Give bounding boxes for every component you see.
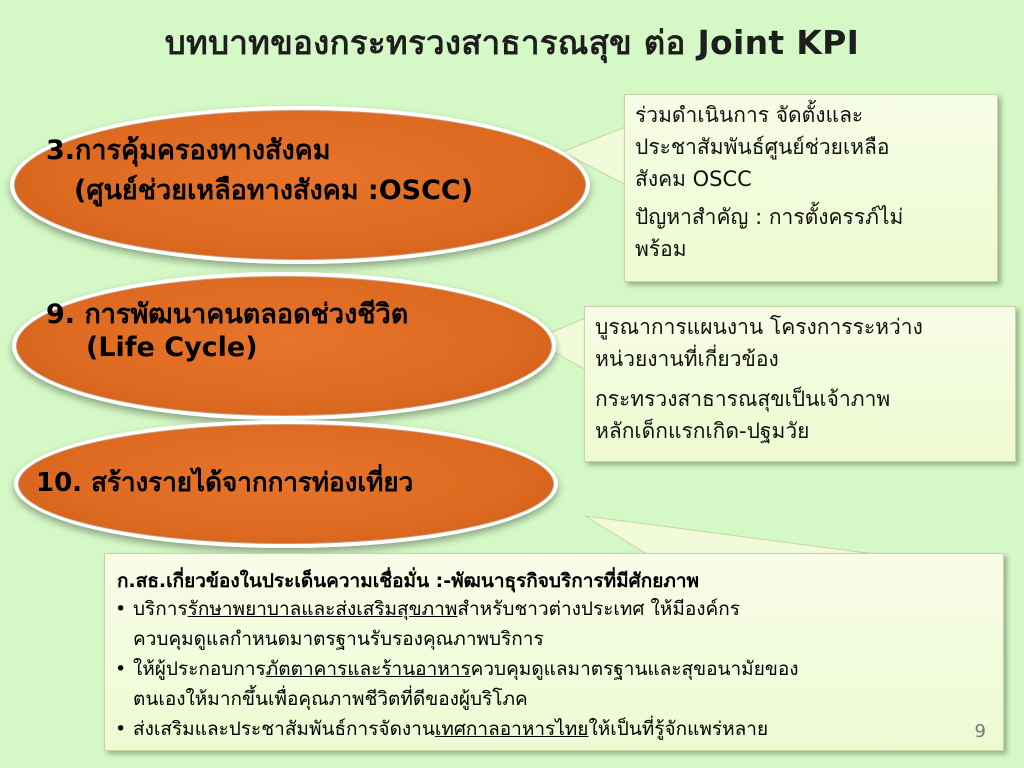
lifecycle-ellipse: [12, 272, 556, 420]
lifecycle-callout-p1: บูรณาการแผนงาน โครงการระหว่าง หน่วยงานที…: [595, 315, 923, 371]
page-number: 9: [974, 721, 986, 742]
bullet-icon: •: [115, 598, 127, 620]
oscc-subtitle: (ศูนย์ช่วยเหลือทางสังคม :OSCC): [74, 175, 474, 206]
tourism-ellipse: [14, 420, 558, 548]
tourism-title: 10. สร้างรายได้จากการท่องเที่ยว: [36, 468, 414, 498]
oscc-callout: ร่วมดำเนินการ จัดตั้งและ ประชาสัมพันธ์ศู…: [624, 94, 998, 282]
ministry-role-box: ก.สธ.เกี่ยวข้องในประเด็นความเชื่อมั่น :-…: [104, 553, 1004, 751]
slide-title: บทบาทของกระทรวงสาธารณสุข ต่อ Joint KPI: [164, 23, 860, 62]
lifecycle-subtitle: (Life Cycle): [86, 332, 258, 363]
oscc-callout-p1: ร่วมดำเนินการ จัดตั้งและ ประชาสัมพันธ์ศู…: [635, 103, 890, 191]
bullet-item-1: •บริการรักษาพยาบาลและส่งเสริมสุขภาพสำหรั…: [115, 594, 740, 654]
lifecycle-callout: บูรณาการแผนงาน โครงการระหว่าง หน่วยงานที…: [584, 306, 1016, 462]
bullet-icon: •: [115, 718, 127, 740]
bullet-item-2: •ให้ผู้ประกอบการภัตตาคารและร้านอาหารควบค…: [115, 654, 799, 714]
lifecycle-title: 9. การพัฒนาคนตลอดช่วงชีวิต: [46, 299, 409, 330]
ministry-role-heading: ก.สธ.เกี่ยวข้องในประเด็นความเชื่อมั่น :-…: [117, 570, 700, 592]
bullet-icon: •: [115, 658, 127, 680]
lifecycle-callout-p2: กระทรวงสาธารณสุขเป็นเจ้าภาพ หลักเด็กแรกเ…: [595, 387, 891, 443]
bullet-item-3: •ส่งเสริมและประชาสัมพันธ์การจัดงานเทศกาล…: [115, 714, 768, 744]
oscc-callout-p2: ปัญหาสำคัญ : การตั้งครรภ์ไม่ พร้อม: [635, 205, 904, 261]
oscc-ellipse: [10, 106, 590, 264]
oscc-title: 3.การคุ้มครองทางสังคม: [46, 135, 331, 166]
